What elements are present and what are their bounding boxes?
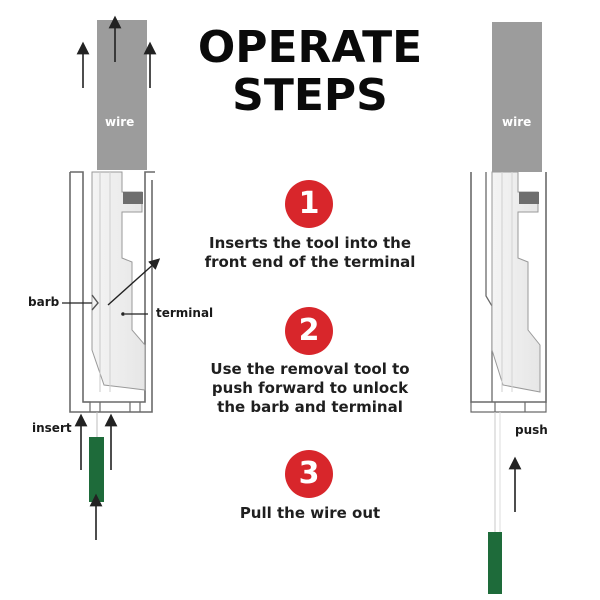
step-2-line-1: Use the removal tool to [210,360,410,378]
left-terminal-arrow [107,258,161,306]
left-housing-outline [70,171,155,403]
right-wire-label: wire [502,115,532,129]
step-2-text: Use the removal tool to push forward to … [190,360,430,417]
right-housing-outline [470,172,547,403]
right-barb-tab [519,192,539,204]
left-removal-tool [89,437,104,502]
left-wire-body [97,20,147,170]
step-3-text: Pull the wire out [190,504,430,523]
step-1-line-2: front end of the terminal [204,253,416,271]
step-1-text: Inserts the tool into the front end of t… [190,234,430,272]
step-2-line-2: push forward to unlock [211,379,409,397]
left-wire-label: wire [105,115,135,129]
right-connector-diagram [470,22,547,594]
right-removal-tool [488,532,502,594]
step-3-badge: 3 [285,450,333,498]
step-2-badge: 2 [285,307,333,355]
step-1-badge: 1 [285,180,333,228]
step-1-line-1: Inserts the tool into the [208,234,411,252]
left-connector-diagram [62,15,161,540]
terminal-label: terminal [156,306,214,320]
insert-label: insert [32,421,72,435]
barb-label: barb [28,295,60,309]
page-title-line-1: OPERATE [197,22,423,73]
step-2-line-3: the barb and terminal [217,398,403,416]
right-terminal-shape [491,171,541,393]
page-title-line-2: STEPS [232,70,388,121]
push-label: push [515,423,548,437]
right-wire-body [492,22,542,172]
left-barb-tab [123,192,143,204]
step-3-line-1: Pull the wire out [239,504,381,522]
